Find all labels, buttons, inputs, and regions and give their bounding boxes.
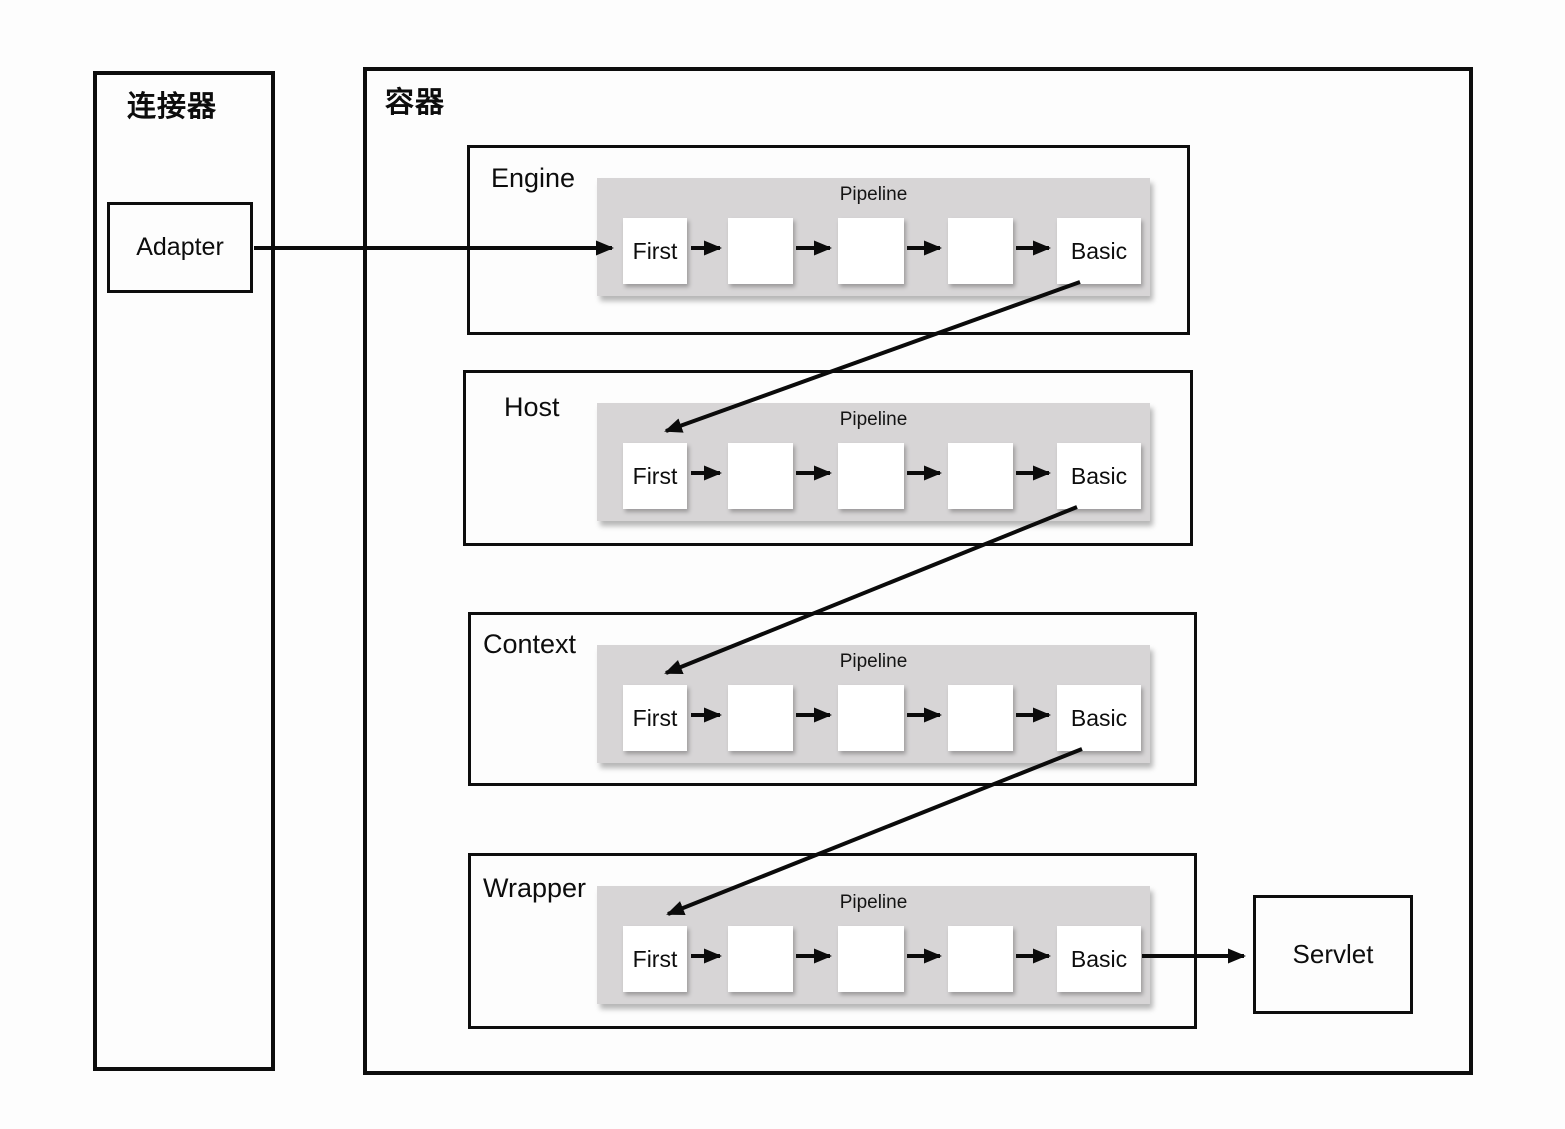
engine-label: Engine [491, 163, 576, 193]
host-valve-2 [728, 443, 793, 509]
wrapper-valve-first: First [623, 926, 687, 992]
engine-valve-4 [948, 218, 1013, 284]
container-box [363, 67, 1473, 1075]
engine-box: Engine Pipeline First Basic [467, 145, 1190, 335]
context-box: Context Pipeline First Basic [468, 612, 1197, 786]
wrapper-valve-basic: Basic [1057, 926, 1141, 992]
host-valve-first: First [623, 443, 687, 509]
host-valve-basic: Basic [1057, 443, 1141, 509]
context-valve-4 [948, 685, 1013, 751]
connector-box [93, 71, 275, 1071]
servlet-box: Servlet [1253, 895, 1413, 1014]
connector-label: 连接器 [127, 91, 218, 123]
host-valve-4 [948, 443, 1013, 509]
adapter-box: Adapter [107, 202, 253, 293]
host-pipeline-title: Pipeline [839, 409, 908, 430]
wrapper-valve-3 [838, 926, 904, 992]
wrapper-valve-2 [728, 926, 793, 992]
host-pipeline: Pipeline First Basic [597, 403, 1150, 521]
engine-valve-first: First [623, 218, 687, 284]
host-box: Host Pipeline First Basic [463, 370, 1193, 546]
context-valve-basic: Basic [1057, 685, 1141, 751]
context-pipeline: Pipeline First Basic [597, 645, 1150, 763]
wrapper-label: Wrapper [483, 873, 587, 903]
wrapper-pipeline: Pipeline First Basic [597, 886, 1150, 1004]
engine-valve-basic: Basic [1057, 218, 1141, 284]
adapter-label: Adapter [136, 233, 224, 261]
wrapper-box: Wrapper Pipeline First Basic [468, 853, 1197, 1029]
context-valve-first: First [623, 685, 687, 751]
servlet-label: Servlet [1292, 939, 1374, 969]
wrapper-pipeline-title: Pipeline [839, 892, 908, 913]
engine-pipeline-title: Pipeline [839, 184, 908, 205]
context-label: Context [483, 629, 577, 659]
engine-valve-3 [838, 218, 904, 284]
context-valve-3 [838, 685, 904, 751]
context-pipeline-title: Pipeline [839, 651, 908, 672]
host-valve-3 [838, 443, 904, 509]
host-label: Host [504, 392, 560, 422]
engine-pipeline: Pipeline First Basic [597, 178, 1150, 296]
context-valve-2 [728, 685, 793, 751]
wrapper-valve-4 [948, 926, 1013, 992]
engine-valve-2 [728, 218, 793, 284]
container-label: 容器 [385, 87, 446, 119]
